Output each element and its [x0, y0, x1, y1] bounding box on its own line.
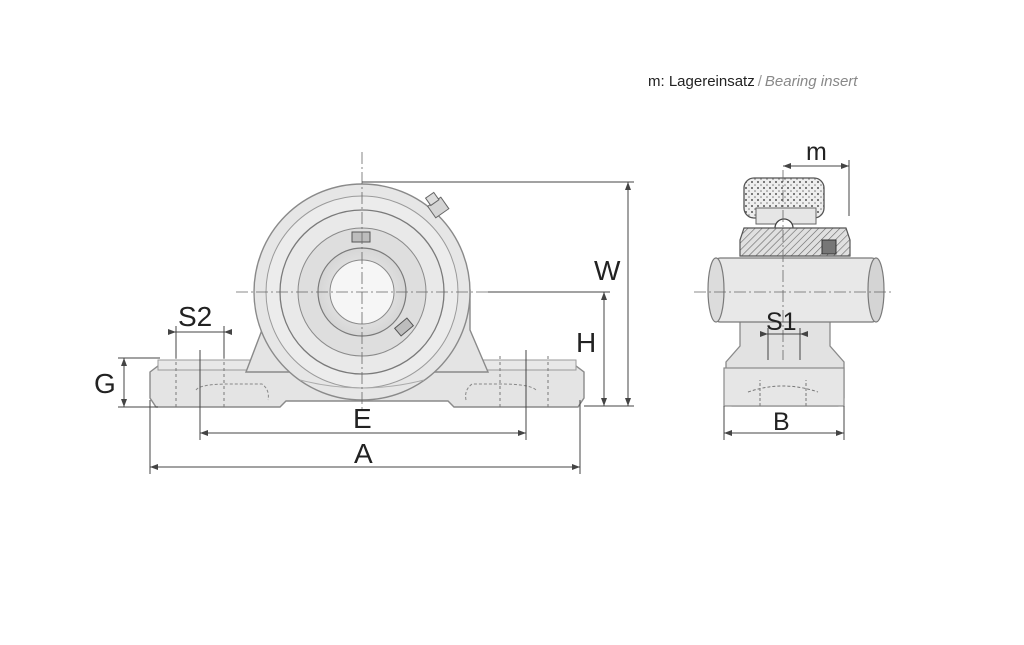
side-foot-slot: [747, 380, 819, 406]
label-e: E: [353, 403, 372, 434]
right-foot-recess: [465, 383, 537, 401]
shaft-left-end: [707, 257, 725, 323]
right-bolt-hole: [499, 356, 549, 407]
label-s2: S2: [178, 301, 212, 332]
shaft-right-end: [867, 257, 885, 323]
label-w: W: [594, 255, 621, 286]
grease-nipple: [424, 191, 450, 219]
left-foot-recess: [195, 383, 269, 401]
legend-separator: /: [757, 73, 762, 90]
left-bolt-pad: [157, 359, 251, 371]
label-g: G: [94, 368, 116, 399]
label-h: H: [576, 327, 596, 358]
legend: m: Lagereinsatz/Bearing insert: [648, 73, 857, 90]
label-a: A: [354, 438, 373, 469]
dimension-labels: W H G S2 E A m S1 B: [94, 138, 827, 469]
side-view: [694, 170, 894, 407]
label-m: m: [806, 138, 827, 166]
set-screw-side: [393, 317, 415, 337]
arrowheads: [121, 163, 849, 470]
left-bolt-hole: [175, 356, 225, 407]
insert-set-screw: [821, 239, 837, 255]
set-screw-top: [351, 231, 371, 243]
right-bolt-pad: [477, 359, 577, 371]
label-b: B: [773, 408, 790, 436]
label-s1: S1: [766, 308, 797, 336]
front-view: [149, 152, 585, 410]
legend-key: m: Lagereinsatz: [648, 73, 755, 90]
legend-translation: Bearing insert: [764, 73, 858, 90]
dimension-lines: [118, 160, 850, 474]
side-foot: [723, 367, 845, 407]
